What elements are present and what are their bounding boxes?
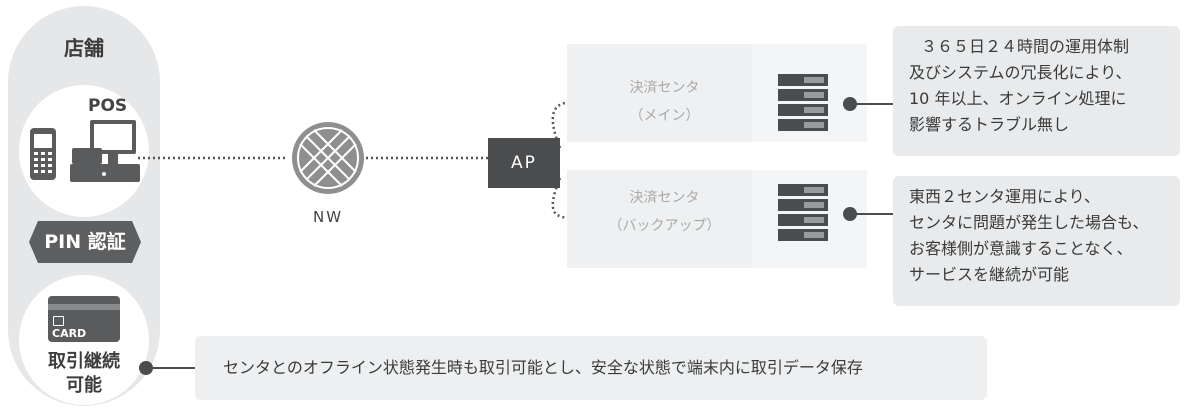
info-box-main: ３６５日２４時間の運用体制 及びシステムの冗長化により、 10 年以上、オンライ… [893, 26, 1180, 156]
center-main-label: 決済センタ （メイン） [572, 74, 757, 130]
card-chip-icon [53, 316, 64, 326]
card-label-line1: 取引継続 [48, 351, 120, 372]
info-box-backup: 東西２センタ運用により、 センタに問題が発生した場合も、 お客様側が意識すること… [893, 176, 1180, 306]
center-main-inner [567, 44, 752, 142]
center-main-line1: 決済センタ [629, 80, 700, 96]
info-backup-line: 東西２センタ運用により、 [909, 187, 1101, 206]
server-main-icon [778, 74, 828, 131]
center-main-line2: （メイン） [629, 108, 700, 124]
nw-label: NW [312, 208, 344, 226]
ap-box: AP [488, 138, 560, 188]
card-stripe [48, 304, 120, 310]
card-text: CARD [52, 327, 87, 340]
info-backup-line: お客様側が意識することなく、 [909, 239, 1133, 258]
center-backup-line2: （バックアップ） [608, 218, 721, 234]
connector-backup [843, 207, 893, 221]
pos-register-icon [70, 120, 140, 182]
offline-note-box: センタとのオフライン状態発生時も取引可能とし、安全な状態で端末内に取引データ保存 [195, 336, 987, 400]
info-backup-line: サービスを継続が可能 [909, 265, 1070, 284]
card-icon [48, 296, 120, 342]
pos-label: POS [88, 96, 128, 116]
network-globe-icon [292, 122, 364, 194]
connector-bottom [139, 361, 195, 375]
center-backup-inner [567, 170, 752, 268]
info-main-line: 及びシステムの冗長化により、 [909, 63, 1132, 82]
pin-auth-badge: PIN 認証 [29, 221, 141, 263]
card-label-line2: 可能 [66, 375, 102, 396]
connector-main [843, 97, 893, 111]
card-label: 取引継続 可能 [8, 350, 160, 398]
info-backup-line: センタに問題が発生した場合も、 [909, 213, 1149, 232]
info-main-line: 10 年以上、オンライン処理に [909, 89, 1127, 108]
link-ap-backup [551, 177, 576, 220]
center-backup-line1: 決済センタ [629, 190, 700, 206]
center-backup-label: 決済センタ （バックアップ） [572, 184, 757, 240]
info-main-line: 影響するトラブル無し [909, 115, 1070, 134]
info-main-line: ３６５日２４時間の運用体制 [921, 37, 1130, 56]
handheld-terminal-icon [30, 128, 56, 180]
server-backup-icon [778, 184, 828, 241]
store-title: 店舗 [64, 36, 104, 60]
